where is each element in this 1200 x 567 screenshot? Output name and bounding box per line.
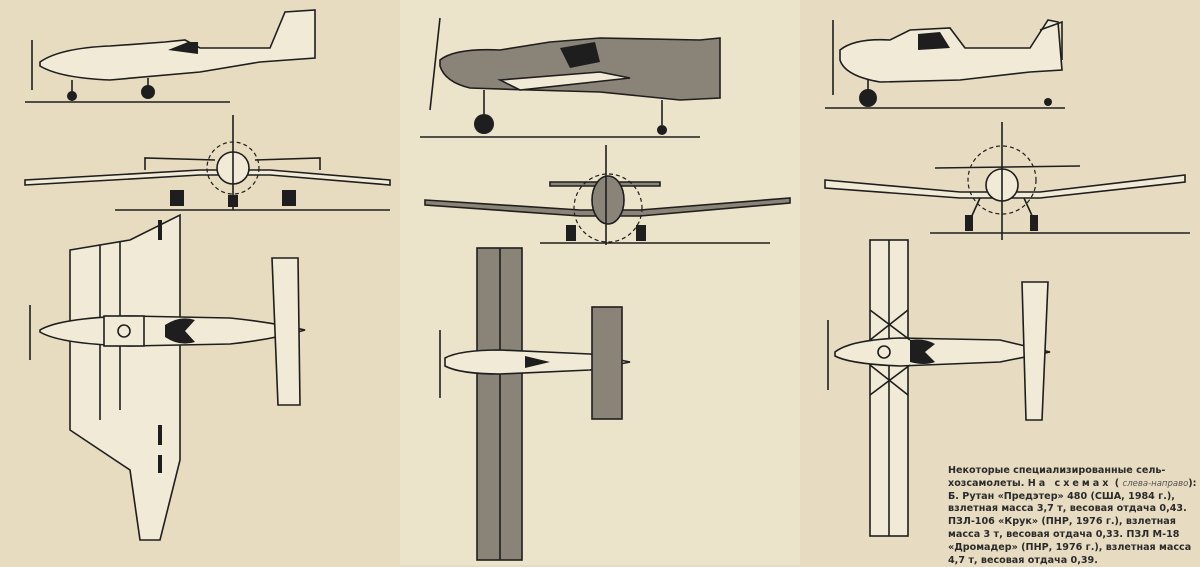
top-view bbox=[29, 213, 306, 541]
caption-line: хозсамолеты. На схемах ( слева-направо): bbox=[948, 477, 1197, 491]
caption-line: «Дромадер» (ПНР, 1976 г.), взлетная масс… bbox=[948, 541, 1192, 553]
top-view bbox=[827, 239, 1051, 537]
caption-text: хозсамолеты. bbox=[948, 477, 1028, 489]
caption-line: взлетная масса 3,7 т, весовая отдача 0,4… bbox=[948, 503, 1187, 515]
caption-line: ПЗЛ-106 «Крук» (ПНР, 1976 г.), взлетная bbox=[948, 516, 1176, 528]
side-view bbox=[420, 17, 721, 138]
caption-text: ): bbox=[1188, 477, 1197, 489]
side-view bbox=[25, 9, 316, 103]
front-view bbox=[24, 115, 391, 211]
side-view bbox=[825, 19, 1065, 109]
front-view bbox=[424, 145, 791, 245]
pzl-106-kruk-drawings bbox=[400, 0, 800, 565]
top-view bbox=[439, 247, 631, 561]
pzl-106-kruk-diagram bbox=[420, 17, 791, 561]
caption-text: ( bbox=[1111, 477, 1123, 489]
predator-480-drawings bbox=[0, 0, 400, 565]
predator-480-diagram bbox=[24, 9, 391, 541]
caption-line: 4,7 т, весовая отдача 0,39. bbox=[948, 554, 1098, 566]
caption-text: На схемах bbox=[1027, 477, 1112, 489]
caption-line: Б. Рутан «Предэтер» 480 (США, 1984 г.), bbox=[948, 490, 1175, 502]
front-view bbox=[824, 122, 1190, 240]
figure-caption: Некоторые специализированные сель- хозса… bbox=[948, 465, 1197, 567]
caption-text: слева-направо bbox=[1122, 478, 1189, 489]
pzl-m18-dromader-diagram bbox=[824, 19, 1190, 537]
pzl-m18-dromader-drawings bbox=[800, 0, 1200, 565]
caption-line: Некоторые специализированные сель- bbox=[948, 465, 1166, 476]
caption-line: масса 3 т, весовая отдача 0,33. ПЗЛ М-18 bbox=[948, 528, 1180, 540]
